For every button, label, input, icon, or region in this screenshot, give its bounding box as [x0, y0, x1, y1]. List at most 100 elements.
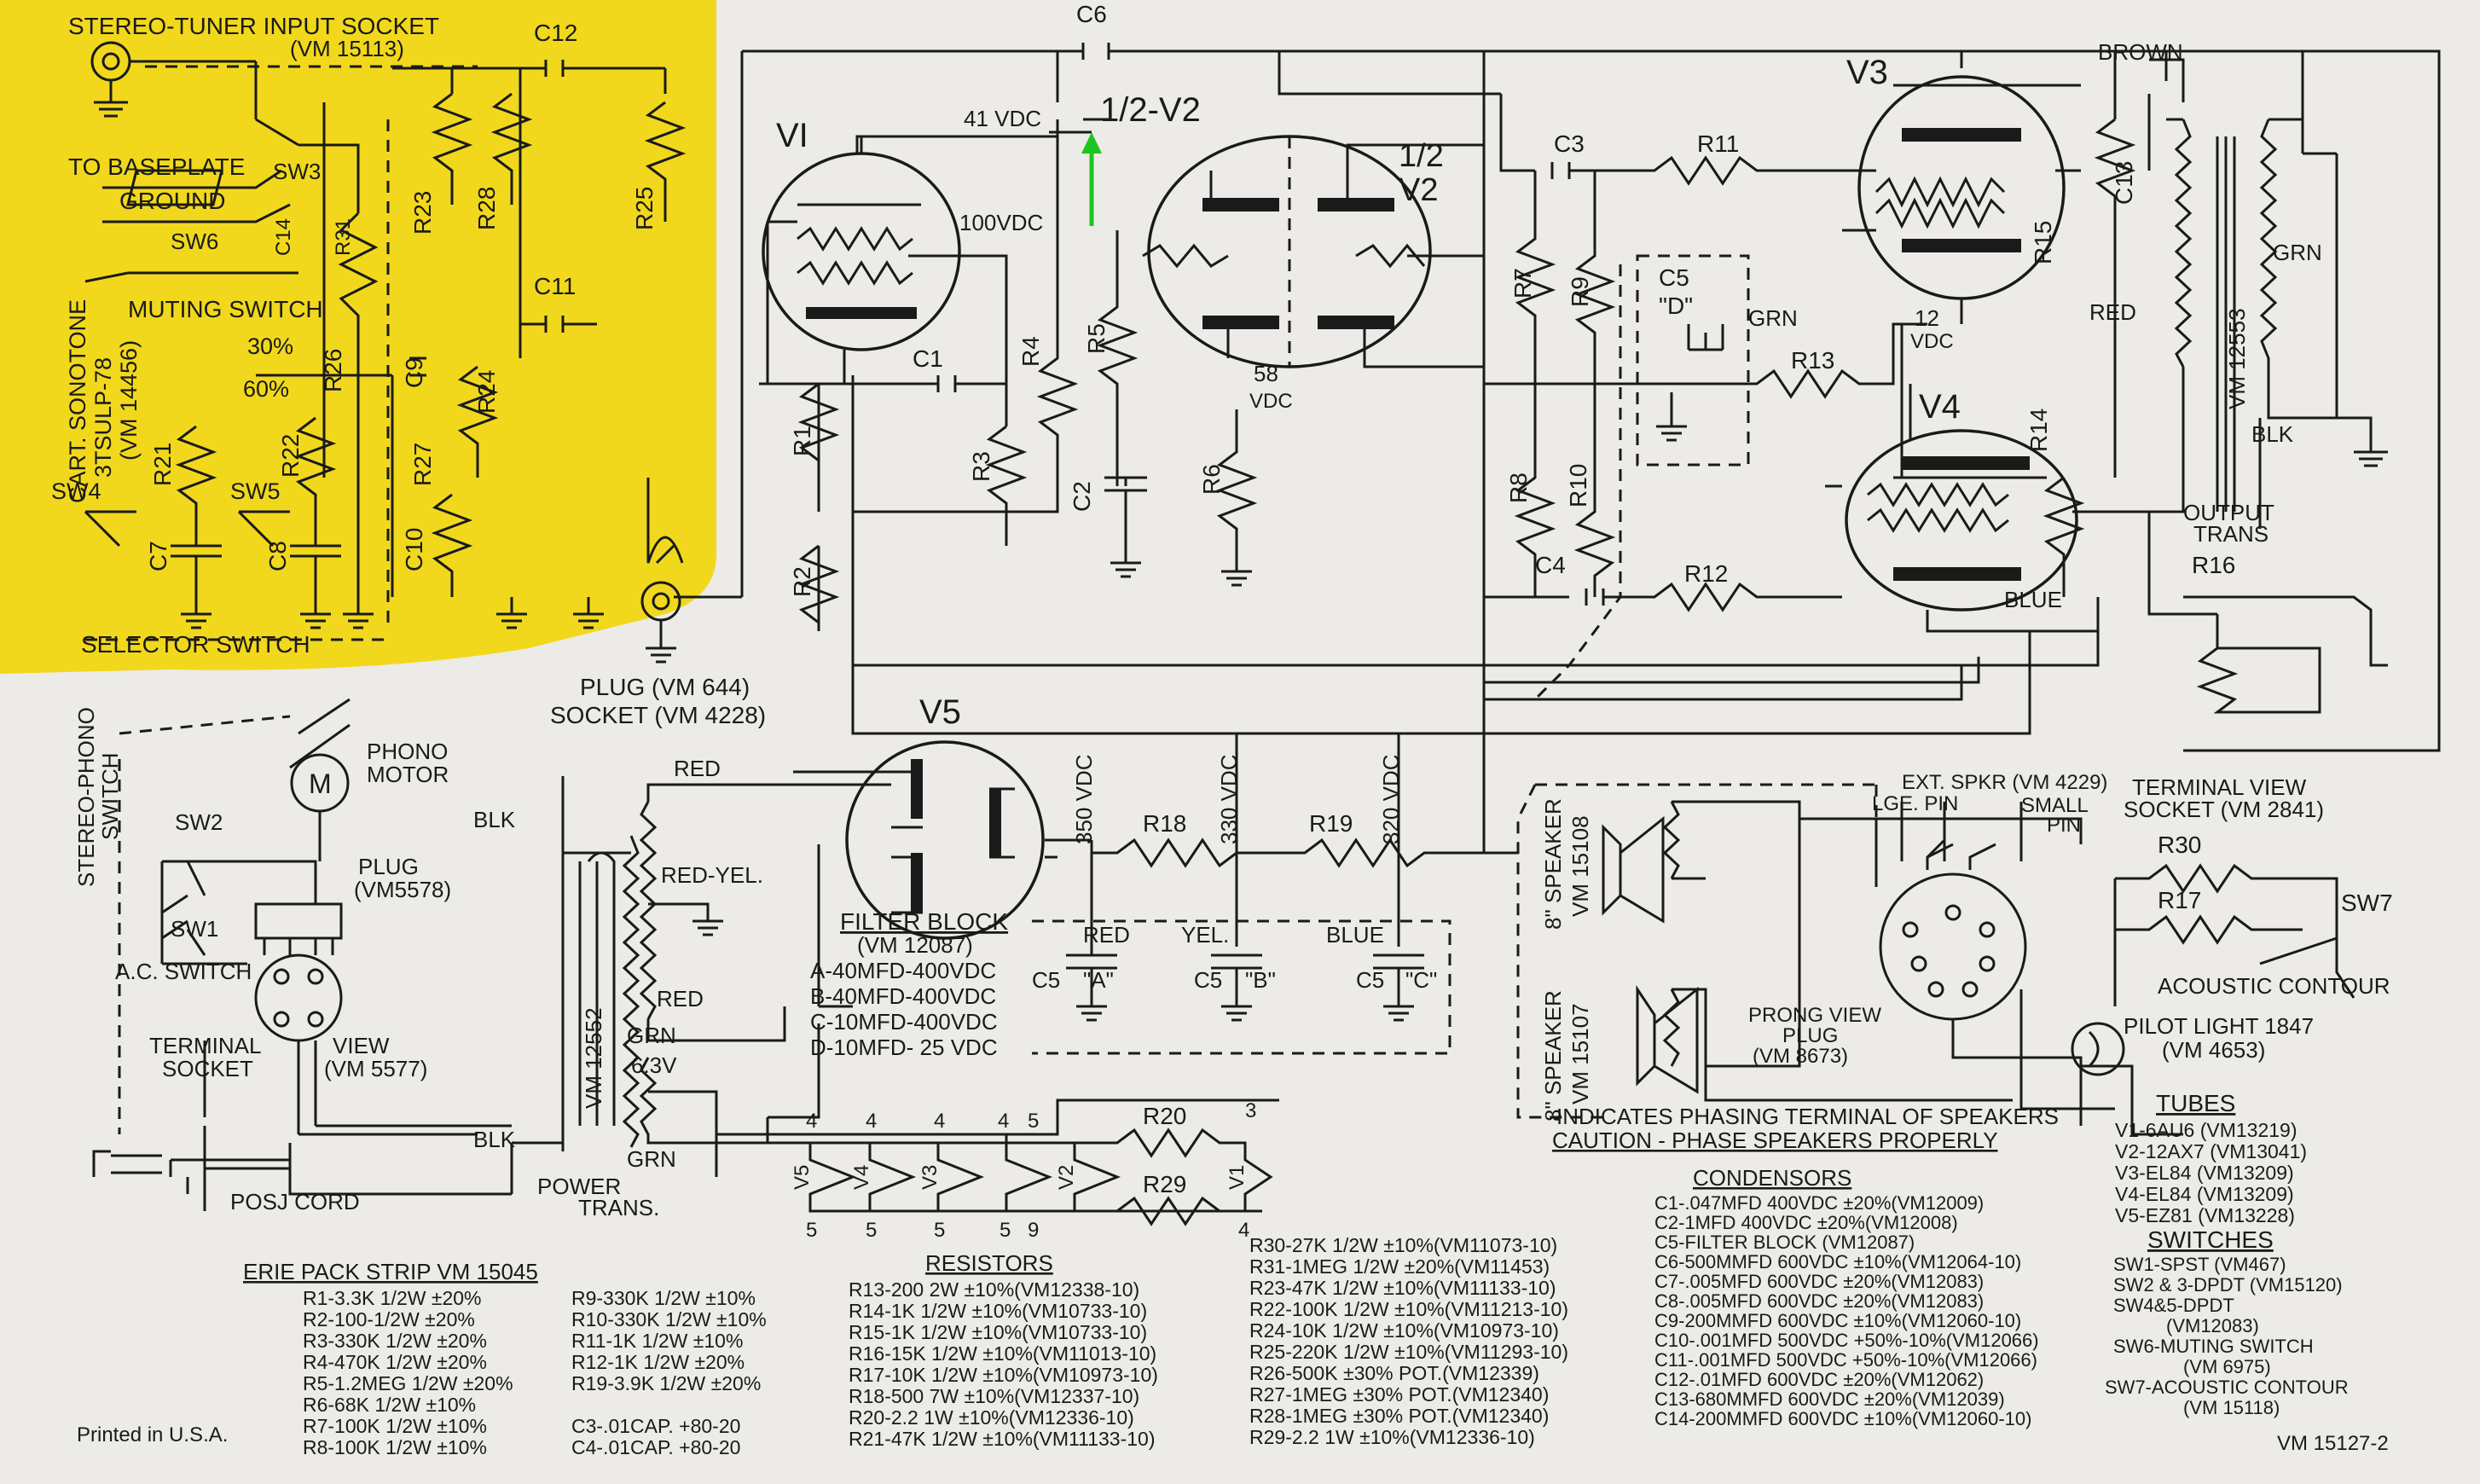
erie-col1: R1-3.3K 1/2W ±20% R2-100-1/2W ±20% R3-33…: [303, 1287, 513, 1458]
v2-half-label: 1/2-V2: [1100, 91, 1201, 129]
hpin-4: 4: [998, 1110, 1009, 1133]
stereo-tuner-vm: (VM 15113): [290, 36, 404, 61]
erie-col2: R9-330K 1/2W ±10% R10-330K 1/2W ±10% R11…: [571, 1287, 767, 1458]
c5-label: C5: [1659, 264, 1689, 291]
resistor-col1: R13-200 2W ±10%(VM12338-10) R14-1K 1/2W …: [849, 1278, 1158, 1450]
terminal-view-label: TERMINAL VIEW: [2132, 774, 2307, 800]
acoustic-label: ACOUSTIC CONTOUR: [2158, 973, 2390, 999]
filter-line-c: C-10MFD-400VDC: [810, 1009, 998, 1035]
filter-line-a: A-40MFD-400VDC: [810, 958, 996, 983]
svg-text:R24-10K 1/2W ±10%(VM10973-10): R24-10K 1/2W ±10%(VM10973-10): [1249, 1319, 1559, 1342]
svg-text:R2-100-1/2W ±20%: R2-100-1/2W ±20%: [303, 1308, 475, 1330]
svg-text:SW4&5-DPDT: SW4&5-DPDT: [2113, 1295, 2234, 1316]
sw7-label: SW7: [2341, 890, 2393, 916]
speaker-section: [1516, 783, 2355, 1136]
hpin-1: 4: [806, 1110, 817, 1133]
v58-label: 58: [1254, 361, 1278, 386]
condensors-title: CONDENSORS: [1693, 1165, 1851, 1191]
r19-label: R19: [1309, 810, 1353, 837]
svg-text:C14-200MMFD 600VDC ±10%(VM1206: C14-200MMFD 600VDC ±10%(VM12060-10): [1654, 1408, 2031, 1429]
blk-label-1: BLK: [2251, 421, 2294, 447]
c5a-red: RED: [1083, 922, 1130, 948]
c9-label: C9: [401, 357, 427, 388]
v350-label: 350 VDC: [1071, 755, 1097, 845]
v2-tube: [1142, 135, 1484, 368]
v4-tube: [1825, 384, 2098, 633]
pct-60: 60%: [243, 376, 289, 402]
svg-text:R29-2.2 1W ±10%(VM12336-10): R29-2.2 1W ±10%(VM12336-10): [1249, 1426, 1535, 1448]
svg-text:V4-EL84 (VM13209): V4-EL84 (VM13209): [2115, 1183, 2294, 1205]
sw6-label: SW6: [171, 229, 218, 254]
small-label: SMALL: [2021, 794, 2089, 817]
heater-v1: V1: [1226, 1165, 1249, 1190]
svg-text:R19-3.9K 1/2W ±20%: R19-3.9K 1/2W ±20%: [571, 1372, 761, 1394]
c3-label: C3: [1554, 130, 1585, 157]
c5d-label: "D": [1659, 293, 1693, 319]
motor-label: MOTOR: [367, 762, 449, 787]
doc-number: VM 15127-2: [2277, 1432, 2389, 1455]
svg-text:V3-EL84 (VM13209): V3-EL84 (VM13209): [2115, 1162, 2294, 1184]
svg-text:C10-.001MFD 500VDC +50%-10%(VM: C10-.001MFD 500VDC +50%-10%(VM12066): [1654, 1330, 2039, 1351]
svg-text:SW2 & 3-DPDT (VM15120): SW2 & 3-DPDT (VM15120): [2113, 1274, 2343, 1296]
resistors-title: RESISTORS: [925, 1250, 1053, 1276]
svg-text:V5-EZ81 (VM13228): V5-EZ81 (VM13228): [2115, 1204, 2295, 1226]
stereo-phono-label: STEREO-PHONO: [73, 707, 99, 887]
svg-text:R17-10K 1/2W ±10%(VM10973-10): R17-10K 1/2W ±10%(VM10973-10): [849, 1364, 1158, 1386]
svg-text:R10-330K 1/2W ±10%: R10-330K 1/2W ±10%: [571, 1308, 767, 1330]
sw1-label: SW1: [171, 916, 218, 942]
svg-text:R5-1.2MEG 1/2W ±20%: R5-1.2MEG 1/2W ±20%: [303, 1372, 513, 1394]
svg-text:R25-220K 1/2W ±10%(VM11293-10): R25-220K 1/2W ±10%(VM11293-10): [1249, 1341, 1568, 1363]
vdc2-label: VDC: [1910, 330, 1954, 353]
hpin-10: 5: [1000, 1219, 1011, 1242]
c2-label: C2: [1069, 481, 1095, 512]
sw4-label: SW4: [51, 478, 101, 504]
vdc-label: VDC: [1249, 390, 1293, 413]
svg-text:R4-470K 1/2W ±20%: R4-470K 1/2W ±20%: [303, 1351, 487, 1373]
stereo-tuner-label: STEREO-TUNER INPUT SOCKET: [68, 13, 439, 39]
c5b-quote: "B": [1245, 967, 1276, 993]
c5c-label: C5: [1356, 967, 1384, 993]
input-section: [84, 41, 687, 664]
svg-text:V1-6AU6 (VM13219): V1-6AU6 (VM13219): [2115, 1119, 2297, 1141]
pct-30: 30%: [247, 333, 293, 359]
hpin-11: 9: [1028, 1219, 1039, 1242]
c6-label: C6: [1076, 1, 1107, 27]
svg-text:R6-68K 1/2W ±10%: R6-68K 1/2W ±10%: [303, 1394, 476, 1416]
grn-label-1: GRN: [1748, 305, 1798, 331]
filter-block-title: FILTER BLOCK: [840, 908, 1008, 935]
svg-text:R23-47K 1/2W ±10%(VM11133-10): R23-47K 1/2W ±10%(VM11133-10): [1249, 1277, 1556, 1299]
c8-label: C8: [264, 541, 291, 571]
r31-label: R31: [332, 218, 355, 256]
svg-text:R3-330K 1/2W ±20%: R3-330K 1/2W ±20%: [303, 1330, 487, 1352]
svg-text:R31-1MEG 1/2W ±20%(VM11453): R31-1MEG 1/2W ±20%(VM11453): [1249, 1255, 1550, 1278]
v320-label: 320 VDC: [1378, 755, 1404, 845]
blk-label-3: BLK: [473, 1127, 516, 1152]
svg-text:R12-1K 1/2W ±20%: R12-1K 1/2W ±20%: [571, 1351, 745, 1373]
power-label: POWER: [537, 1174, 621, 1199]
socket-label-2: SOCKET: [162, 1056, 253, 1081]
svg-text:R30-27K 1/2W ±10%(VM11073-10): R30-27K 1/2W ±10%(VM11073-10): [1249, 1234, 1557, 1256]
indicates-label: INDICATES PHASING TERMINAL OF SPEAKERS: [1556, 1104, 2059, 1129]
r12-label: R12: [1684, 560, 1728, 587]
r24-label: R24: [473, 370, 500, 414]
filter-line-d: D-10MFD- 25 VDC: [810, 1035, 998, 1060]
hpin-6: 3: [1245, 1099, 1256, 1122]
grn-label-4: GRN: [627, 1146, 676, 1172]
v2c-label: V2: [1399, 172, 1438, 208]
c5b-yel: YEL.: [1181, 922, 1229, 948]
to-baseplate-label: TO BASEPLATE: [68, 154, 245, 180]
filter-line-b: B-40MFD-400VDC: [810, 983, 996, 1009]
pin-label: PIN: [2047, 814, 2081, 837]
svg-text:R15-1K 1/2W ±10%(VM10733-10): R15-1K 1/2W ±10%(VM10733-10): [849, 1321, 1147, 1343]
output-label: OUTPUT: [2183, 500, 2274, 525]
grn-label-3: GRN: [627, 1023, 676, 1048]
svg-text:R22-100K 1/2W ±10%(VM11213-10): R22-100K 1/2W ±10%(VM11213-10): [1249, 1298, 1568, 1320]
caution-label: CAUTION - PHASE SPEAKERS PROPERLY: [1552, 1127, 1998, 1153]
c11-label: C11: [534, 273, 576, 299]
r21-label: R21: [149, 443, 176, 486]
trans-label: TRANS: [2193, 521, 2269, 547]
svg-text:R18-500 7W ±10%(VM12337-10): R18-500 7W ±10%(VM12337-10): [849, 1385, 1139, 1407]
phono-label: PHONO: [367, 739, 448, 764]
c5b-label: C5: [1194, 967, 1222, 993]
